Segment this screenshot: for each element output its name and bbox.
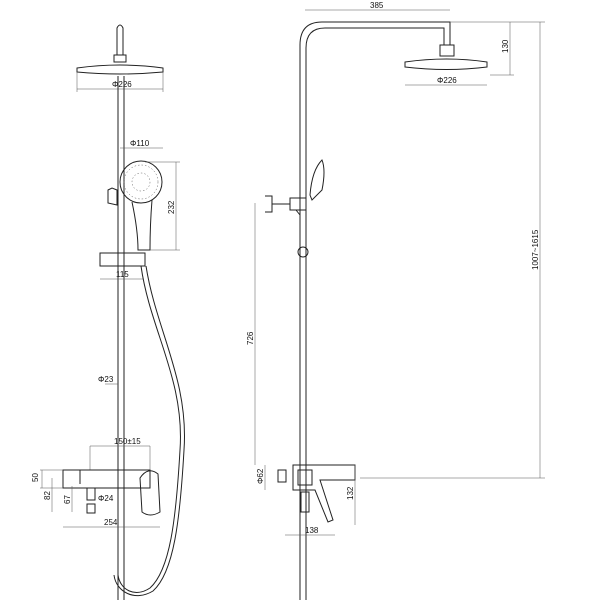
mixer-lever <box>139 470 161 516</box>
side-mixer-flange <box>277 469 287 483</box>
mixer-length-label: 254 <box>104 518 118 527</box>
slide-holder <box>107 187 118 206</box>
bracket <box>99 252 146 267</box>
side-holder <box>289 197 307 216</box>
total-height-label: 1007~1615 <box>531 229 540 270</box>
overhead-shower-head <box>76 64 164 75</box>
mixer-projection-label: 138 <box>305 526 319 535</box>
arm-reach-label: 385 <box>370 1 384 10</box>
mixer-depth-label: 132 <box>346 486 355 500</box>
side-spout <box>300 491 310 513</box>
rail-diameter-label: Φ23 <box>98 375 114 384</box>
inlet-spacing-label: 150±15 <box>114 437 141 446</box>
spout-height-label: 67 <box>63 495 72 504</box>
head-connector <box>113 24 127 63</box>
head-diameter-label: Φ226 <box>112 80 132 89</box>
hand-shower-diameter-label: Φ110 <box>130 139 150 148</box>
hand-shower-face <box>119 160 163 204</box>
side-view: 385 Φ226 130 1007~1615 726 Φ62 132 138 <box>246 1 545 600</box>
side-mixer-cap <box>297 469 313 486</box>
hand-shower-length-label: 232 <box>167 200 176 214</box>
head-drop-label: 130 <box>501 39 510 53</box>
wall-bracket <box>265 195 290 213</box>
spout-diameter-label: Φ24 <box>98 494 114 503</box>
flange-diameter-label: Φ62 <box>256 468 265 484</box>
side-shower-head <box>404 44 488 70</box>
shower-hose <box>113 265 186 597</box>
bracket-width-label: 115 <box>116 270 129 279</box>
mixer-spout <box>86 487 96 514</box>
shower-riser <box>117 76 125 600</box>
hand-shower-handle <box>131 199 153 251</box>
mixer-body <box>62 469 151 489</box>
slider-knob <box>297 246 309 258</box>
side-riser-and-arm <box>299 21 451 600</box>
outlet-height-label: 82 <box>43 491 52 500</box>
front-view: Φ226 Φ110 232 115 Φ23 150±15 50 82 67 Φ2… <box>31 24 186 600</box>
mixer-height-label: 50 <box>31 473 40 482</box>
bracket-height-label: 726 <box>246 331 255 345</box>
side-hand-shower <box>309 159 325 201</box>
side-head-diameter-label: Φ226 <box>437 76 457 85</box>
